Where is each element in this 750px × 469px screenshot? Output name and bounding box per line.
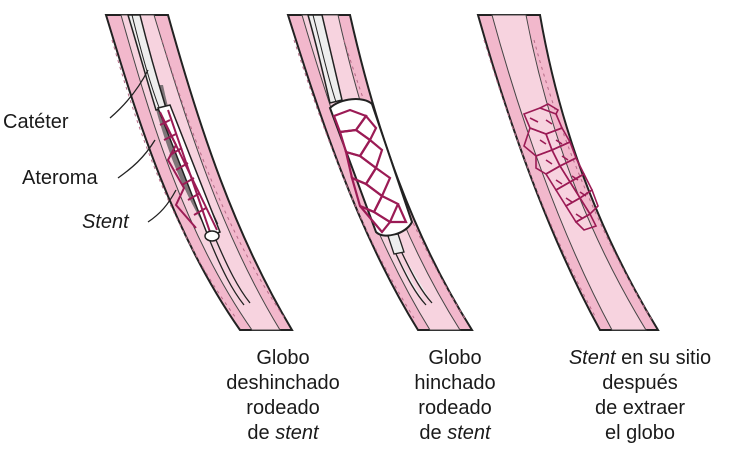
stent-1	[159, 109, 218, 233]
panel-3-vessel	[476, 14, 660, 331]
caption-1-line-4: de stent	[193, 421, 373, 446]
vessel-3-lumen	[491, 14, 647, 331]
caption-3-line-1: Stent en su sitio	[550, 346, 730, 371]
caption-2-line-2: hinchado	[414, 372, 496, 394]
caption-panel-1: Globo deshinchado rodeado de stent	[193, 346, 373, 446]
catheter-2	[307, 14, 343, 104]
caption-2-line-4: de stent	[365, 421, 545, 446]
stent-3	[522, 103, 599, 231]
caption-panel-2: Globo hinchado rodeado de stent	[365, 346, 545, 446]
caption-3-line-1-em: Stent	[568, 347, 616, 369]
caption-3-line-2: después	[602, 372, 678, 394]
caption-3-line-1-post: en su sitio	[615, 347, 712, 369]
caption-3-line-4: el globo	[604, 422, 676, 444]
label-stent: Stent	[82, 210, 129, 234]
caption-2-line-4-pre: de	[419, 422, 448, 444]
leader-ateroma	[117, 139, 156, 179]
caption-panel-3: Stent en su sitio después de extraer el …	[550, 346, 730, 446]
panel-2-vessel	[286, 14, 474, 331]
caption-1-line-2: deshinchado	[226, 372, 340, 394]
stent-2	[332, 108, 408, 234]
caption-2-line-4-em: stent	[447, 422, 491, 444]
label-cateter: Catéter	[3, 111, 69, 133]
caption-1-line-4-pre: de	[247, 422, 276, 444]
label-stent-text: Stent	[82, 211, 129, 233]
caption-2-line-3: rodeado	[418, 397, 492, 419]
caption-1-line-4-em: stent	[275, 422, 319, 444]
caption-3-line-3: de extraer	[594, 397, 686, 419]
leader-cateter	[109, 69, 149, 119]
catheter-2-distal	[387, 233, 433, 306]
caption-1-line-3: rodeado	[246, 397, 320, 419]
caption-2-line-1: Globo	[428, 347, 482, 369]
caption-1-line-1: Globo	[256, 347, 310, 369]
leader-stent	[147, 189, 177, 223]
catheter-1-distal	[209, 239, 251, 306]
label-ateroma: Ateroma	[22, 167, 98, 189]
panel-1-vessel	[104, 14, 294, 331]
